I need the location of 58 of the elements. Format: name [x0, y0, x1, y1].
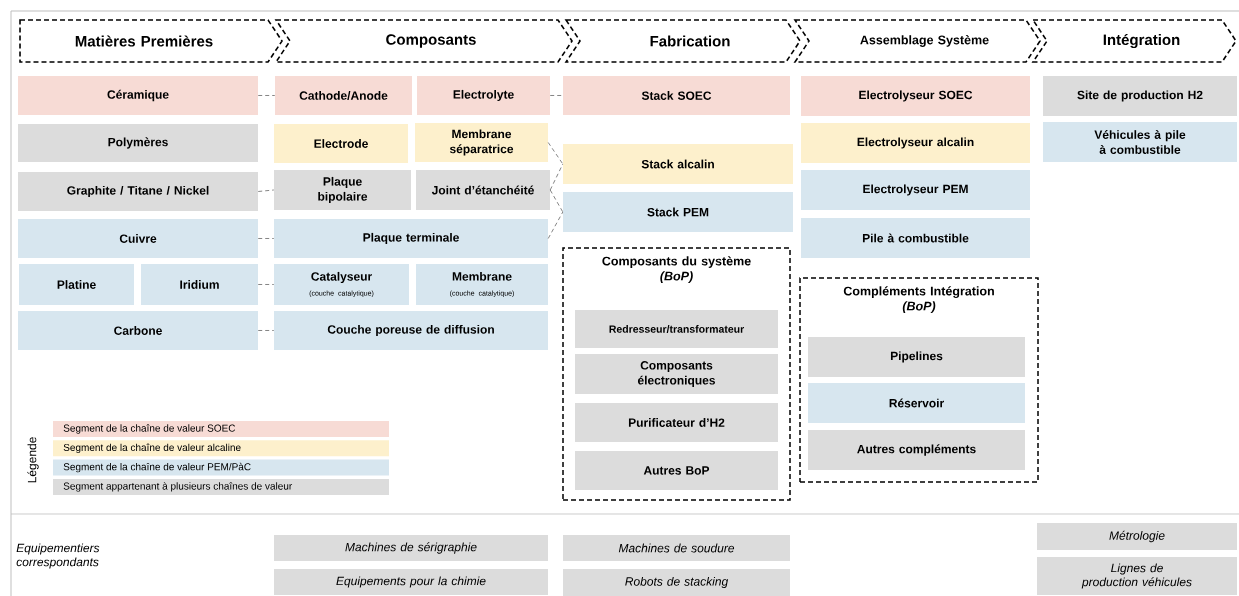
legend-text: Segment de la chaîne de valeur alcaline [63, 443, 241, 453]
segment-box: Carbone [18, 311, 258, 350]
segment-box: Cuivre [18, 219, 258, 258]
connector-line [549, 95, 564, 96]
segment-box: Membrane séparatrice [415, 123, 548, 162]
segment-box: Réservoir [808, 383, 1025, 423]
connector-line [549, 189, 564, 213]
segment-box: Electrode [274, 124, 408, 163]
segment-box: Plaque bipolaire [274, 170, 411, 210]
connector-line [257, 284, 275, 285]
stage-header: Matières Premières [19, 19, 283, 63]
equipment-box: Métrologie [1037, 523, 1237, 550]
legend-text: Segment de la chaîne de valeur SOEC [63, 424, 236, 434]
legend-text: Segment de la chaîne de valeur PEM/PàC [63, 462, 251, 473]
segment-box: Plaque terminale [274, 219, 548, 258]
connector-line [549, 163, 564, 191]
row-heading: Equipementiers correspondants [16, 543, 100, 569]
segment-box: Electrolyseur alcalin [801, 123, 1030, 163]
stage-header: Intégration [1031, 19, 1237, 63]
segment-box: Purificateur d’H2 [575, 403, 778, 442]
segment-box: Céramique [18, 76, 258, 115]
segment-box: Composants électroniques [575, 354, 778, 394]
equipment-box: Robots de stacking [563, 569, 790, 596]
segment-box: Autres compléments [808, 430, 1025, 470]
segment-box: Stack PEM [563, 192, 793, 232]
equipment-box: Machines de soudure [563, 535, 790, 561]
segment-box: Stack SOEC [563, 76, 790, 115]
segment-box: Graphite / Titane / Nickel [18, 172, 258, 211]
segment-box: Cathode/Anode [275, 76, 412, 115]
segment-box: Pile à combustible [801, 218, 1030, 258]
segment-box: Electrolyseur PEM [801, 170, 1030, 210]
stage-header: Composants [274, 19, 573, 63]
segment-box: Joint d’étanchéité [416, 170, 550, 210]
legend-text: Segment appartenant à plusieurs chaînes de valeur [63, 482, 293, 492]
legend-heading: Légende [27, 437, 39, 483]
connector-line [257, 238, 275, 239]
segment-box: Couche poreuse de diffusion [274, 311, 548, 350]
stage-header: Fabrication [564, 19, 801, 63]
segment-box: Electrolyte [417, 76, 550, 115]
segment-box: Pipelines [808, 337, 1025, 377]
connector-line [257, 189, 275, 192]
connector-line [257, 95, 276, 96]
segment-box: Redresseur/transformateur [575, 310, 778, 348]
segment-box: Autres BoP [575, 451, 778, 490]
segment-box: Véhicules à pile à combustible [1043, 122, 1237, 162]
equipment-box: Lignes de production véhicules [1037, 557, 1237, 595]
connector-line [547, 211, 564, 239]
segment-box: Site de production H2 [1043, 76, 1237, 116]
segment-box: Platine [19, 264, 134, 305]
connector-line [257, 330, 275, 331]
segment-box: Iridium [141, 264, 258, 305]
stage-header: Assemblage Système [793, 19, 1041, 63]
equipment-box: Machines de sérigraphie [274, 535, 548, 561]
segment-box: Polymères [18, 124, 258, 162]
segment-box: Electrolyseur SOEC [801, 76, 1030, 116]
equipment-box: Equipements pour la chimie [274, 569, 548, 595]
segment-box: Stack alcalin [563, 144, 793, 184]
connector-line [547, 142, 564, 165]
